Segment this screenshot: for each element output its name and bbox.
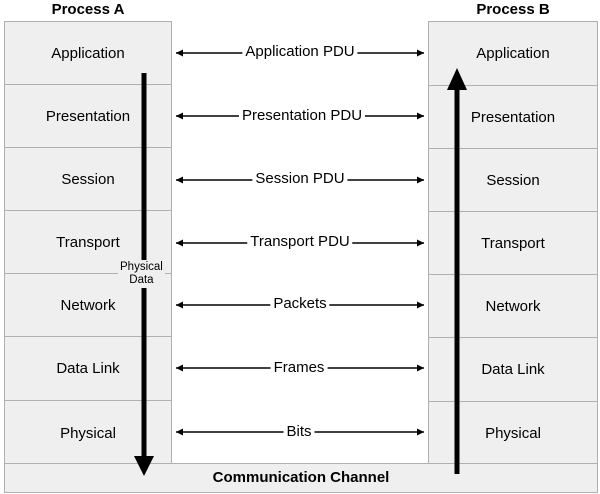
process-a-layer-network: Network [5,274,171,337]
physical-data-label-line-2: Data [129,274,154,286]
pdu-label-packets: Packets [270,296,330,312]
pdu-label-presentation: Presentation PDU [238,108,366,124]
process-b-layer-data-link: Data Link [429,338,597,402]
process-b-layer-transport: Transport [429,212,597,275]
process-b-layer-session: Session [429,149,597,212]
up-flow-arrowhead [447,68,467,90]
communication-channel: Communication Channel [4,463,598,493]
physical-data-label: Physical Data [118,260,165,288]
process-b-layer-network: Network [429,275,597,338]
process-b-title: Process B [476,1,550,18]
process-a-layer-session: Session [5,148,171,211]
process-b-layer-application: Application [429,22,597,86]
process-b-layer-presentation: Presentation [429,86,597,149]
pdu-label-session: Session PDU [252,171,348,187]
pdu-label-application: Application PDU [242,44,358,60]
pdu-label-bits: Bits [283,424,315,440]
process-a-layer-presentation: Presentation [5,85,171,148]
physical-data-label-line-1: Physical [120,261,163,273]
process-a-layer-application: Application [5,22,171,85]
pdu-label-transport: Transport PDU [247,234,353,250]
process-a-layer-data-link: Data Link [5,337,171,401]
down-flow-arrowhead [134,456,154,476]
process-b-layer-physical: Physical [485,425,541,442]
process-a-title: Process A [51,1,125,18]
process-a-layer-physical: Physical [60,424,116,442]
pdu-label-frames: Frames [270,360,328,376]
process-a-layer-transport: Transport [5,211,171,274]
